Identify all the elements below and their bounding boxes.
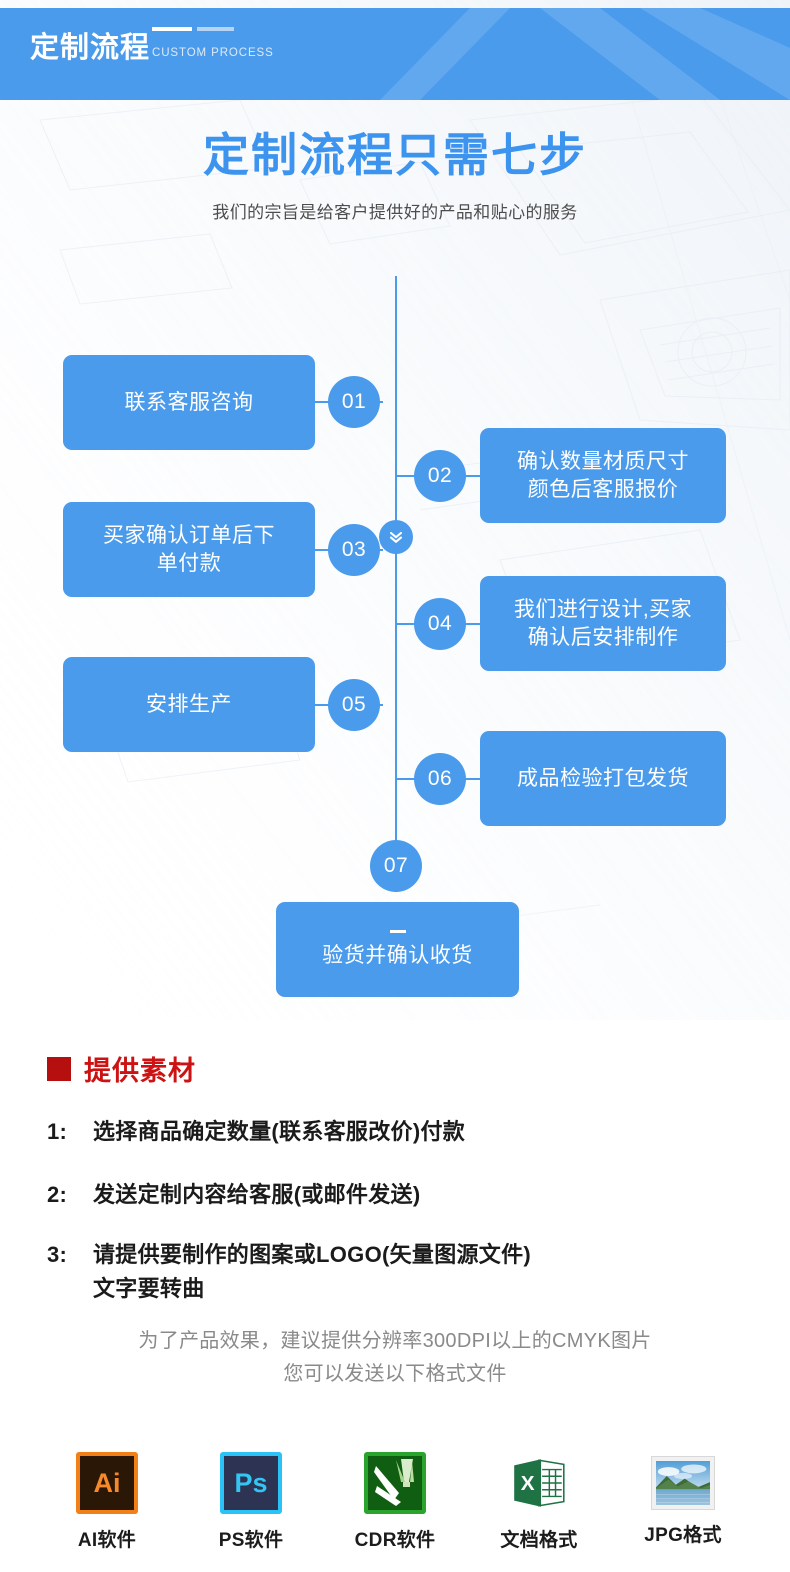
- materials-item-2-text: 发送定制内容给客服(或邮件发送): [93, 1182, 421, 1207]
- flow-box-03[interactable]: 买家确认订单后下 单付款: [63, 502, 315, 597]
- flow-node-01[interactable]: 01: [328, 376, 380, 428]
- flow-box-06-label: 成品检验打包发货: [517, 766, 689, 790]
- dash-pale: [197, 27, 235, 31]
- materials-item-2-number: 2:: [47, 1182, 68, 1207]
- format-item-doc[interactable]: X 文档格式: [494, 1452, 584, 1552]
- materials-item-1: 1: 选择商品确定数量(联系客服改价)付款: [47, 1115, 465, 1149]
- materials-item-3-number: 3:: [47, 1242, 68, 1267]
- banner-subtitle: CUSTOM PROCESS: [152, 47, 274, 59]
- flow-node-03[interactable]: 03: [328, 524, 380, 576]
- materials-heading-text: 提供素材: [84, 1056, 196, 1086]
- flow-node-01-number: 01: [341, 390, 367, 413]
- file-format-list: Ai AI软件 Ps PS软件 CDR软件: [0, 1452, 790, 1552]
- flow-box-03-label: 买家确认订单后下 单付款: [103, 523, 275, 575]
- flow-box-07-label: 验货并确认收货: [322, 943, 473, 967]
- format-item-cdr[interactable]: CDR软件: [350, 1452, 440, 1552]
- materials-item-3-text: 请提供要制作的图案或LOGO(矢量图源文件) 文字要转曲: [93, 1242, 532, 1302]
- flow-box-07-dash: [389, 929, 406, 933]
- flow-node-06[interactable]: 06: [414, 753, 466, 805]
- flow-box-04-label: 我们进行设计,买家 确认后安排制作: [513, 597, 693, 649]
- flow-node-03-number: 03: [341, 538, 367, 561]
- dash-white: [152, 27, 193, 31]
- illustrator-icon: Ai: [76, 1452, 138, 1514]
- page-title: 定制流程只需七步: [203, 129, 587, 181]
- flow-node-04-number: 04: [427, 612, 453, 635]
- flow-spine-line: [395, 276, 397, 892]
- flow-box-04[interactable]: 我们进行设计,买家 确认后安排制作: [480, 576, 726, 671]
- flow-box-05[interactable]: 安排生产: [63, 657, 315, 752]
- excel-icon: X: [508, 1452, 570, 1514]
- banner-title: 定制流程: [30, 32, 151, 64]
- flow-box-01-label: 联系客服咨询: [124, 390, 254, 414]
- flow-box-06[interactable]: 成品检验打包发货: [480, 731, 726, 826]
- flow-box-01[interactable]: 联系客服咨询: [63, 355, 315, 450]
- flow-node-07-number: 07: [383, 854, 409, 877]
- format-label-ai: AI软件: [77, 1530, 137, 1551]
- materials-item-2: 2: 发送定制内容给客服(或邮件发送): [47, 1178, 420, 1212]
- chevron-down-icon: [379, 520, 413, 554]
- flow-node-06-number: 06: [427, 767, 453, 790]
- flow-node-07[interactable]: 07: [370, 840, 422, 892]
- banner-content: 定制流程 CUSTOM PROCESS: [30, 27, 274, 64]
- format-item-jpg[interactable]: JPG格式: [638, 1452, 728, 1552]
- format-label-ps: PS软件: [218, 1530, 284, 1551]
- materials-item-3: 3: 请提供要制作的图案或LOGO(矢量图源文件) 文字要转曲: [47, 1238, 531, 1306]
- flow-box-05-label: 安排生产: [146, 692, 232, 716]
- banner-dash-decoration: [152, 27, 235, 31]
- materials-heading: 提供素材: [47, 1049, 196, 1088]
- svg-text:X: X: [521, 1472, 535, 1495]
- flow-box-07[interactable]: 验货并确认收货: [276, 902, 519, 997]
- format-label-cdr: CDR软件: [354, 1530, 436, 1551]
- header-banner: 定制流程 CUSTOM PROCESS: [0, 8, 790, 100]
- flow-node-02-number: 02: [427, 464, 453, 487]
- photoshop-icon: Ps: [220, 1452, 282, 1514]
- materials-item-1-number: 1:: [47, 1119, 68, 1144]
- photoshop-icon-glyph: Ps: [234, 1467, 268, 1498]
- materials-item-1-text: 选择商品确定数量(联系客服改价)付款: [93, 1119, 466, 1144]
- coreldraw-icon: [364, 1452, 426, 1514]
- illustrator-icon-glyph: Ai: [93, 1467, 121, 1498]
- banner-subtitle-group: CUSTOM PROCESS: [152, 27, 274, 63]
- format-item-ai[interactable]: Ai AI软件: [62, 1452, 152, 1552]
- flow-node-05-number: 05: [341, 693, 367, 716]
- format-label-doc: 文档格式: [500, 1530, 578, 1551]
- red-square-bullet-icon: [47, 1056, 71, 1081]
- flow-node-02[interactable]: 02: [414, 450, 466, 502]
- flow-node-05[interactable]: 05: [328, 679, 380, 731]
- process-flowchart: 联系客服咨询 01 确认数量材质尺寸 颜色后客服报价 02 买家确认订单后下 单…: [0, 258, 790, 998]
- flow-node-04[interactable]: 04: [414, 598, 466, 650]
- format-label-jpg: JPG格式: [644, 1525, 722, 1546]
- flow-box-02-label: 确认数量材质尺寸 颜色后客服报价: [517, 449, 689, 501]
- format-item-ps[interactable]: Ps PS软件: [206, 1452, 296, 1552]
- materials-note: 为了产品效果，建议提供分辨率300DPI以上的CMYK图片 您可以发送以下格式文…: [138, 1330, 652, 1385]
- page-subtitle: 我们的宗旨是给客户提供好的产品和贴心的服务: [212, 203, 578, 222]
- photo-icon: [652, 1457, 714, 1509]
- flow-box-02[interactable]: 确认数量材质尺寸 颜色后客服报价: [480, 428, 726, 523]
